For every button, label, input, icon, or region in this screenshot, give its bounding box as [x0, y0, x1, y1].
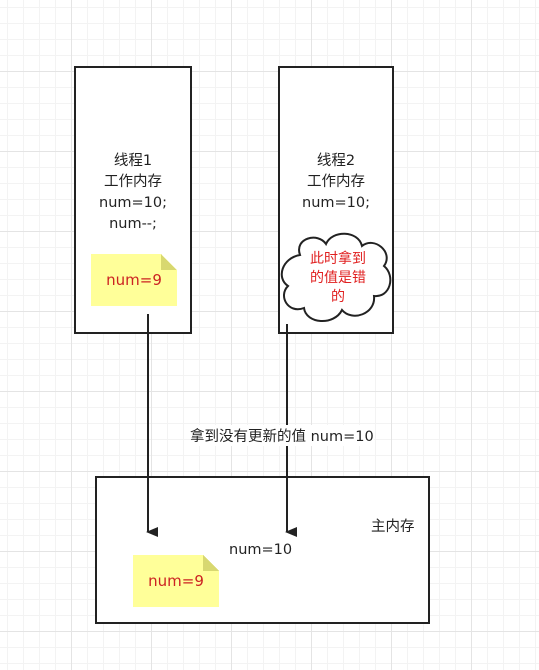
main-memory-title: 主内存 [371, 519, 415, 535]
thread1-text: 线程1 工作内存 num=10; num--; [76, 151, 190, 235]
thread2-text: 线程2 工作内存 num=10; [280, 151, 392, 214]
cloud-line-2: 的值是错 [310, 270, 366, 286]
arrow-label: 拿到没有更新的值 num=10 [190, 425, 374, 446]
thread1-num-assign: num=10; [99, 195, 167, 211]
main-memory-note-text: num=9 [148, 572, 204, 590]
cloud-line-3: 的 [331, 289, 345, 305]
thread1-note-fold [161, 254, 177, 270]
cloud-text: 此时拿到 的值是错 的 [296, 250, 380, 307]
thread2-memory-label: 工作内存 [307, 174, 365, 190]
thread2-title: 线程2 [316, 153, 356, 169]
main-memory-value: num=10 [229, 542, 293, 558]
thread2-num-assign: num=10; [302, 195, 370, 211]
main-memory-note-fold [203, 555, 219, 571]
thread1-num-decrement: num--; [109, 216, 157, 232]
thread1-memory-label: 工作内存 [104, 174, 162, 190]
cloud-line-1: 此时拿到 [310, 251, 366, 267]
thread1-note-text: num=9 [106, 271, 162, 289]
thread1-title: 线程1 [113, 153, 153, 169]
